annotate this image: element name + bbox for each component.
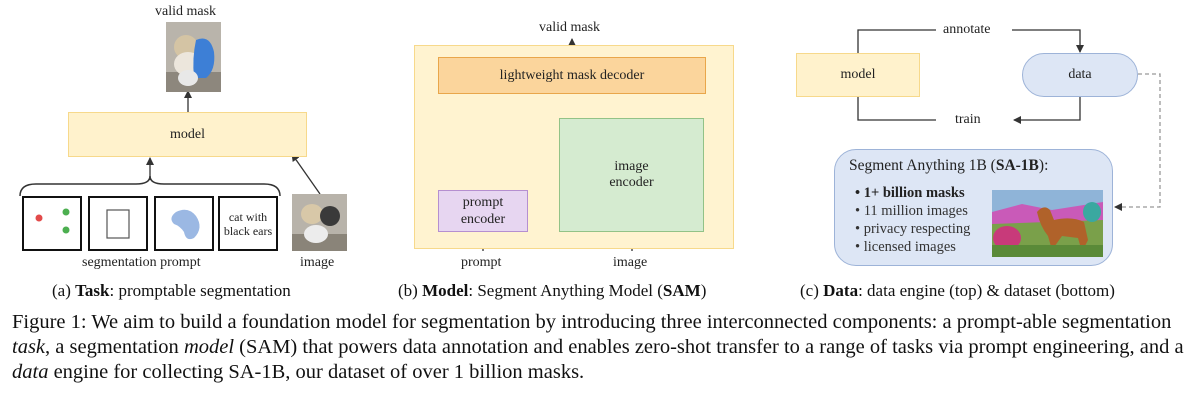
image-encoder-line1: image <box>614 159 649 174</box>
prompt-text-line2: black ears <box>223 223 273 238</box>
model-label-c: model <box>840 67 876 82</box>
prompt-encoder-line2: encoder <box>460 212 506 227</box>
annotate-label: annotate <box>943 22 991 37</box>
dataset-bullet-list: 1+ billion masks 11 million images priva… <box>855 184 971 256</box>
image-label-a: image <box>300 255 335 270</box>
dataset-card: Segment Anything 1B (SA-1B): 1+ billion … <box>834 149 1113 266</box>
prompt-encoder-line1: prompt <box>462 195 504 210</box>
image-encoder-line2: encoder <box>609 175 654 190</box>
valid-mask-label-a: valid mask <box>155 4 217 19</box>
segmentation-prompt-label: segmentation prompt <box>82 255 201 270</box>
point-prompt-icon <box>35 208 70 234</box>
horse-segmentation-photo-icon <box>992 190 1103 257</box>
loop-line-train-to-model <box>857 97 936 121</box>
bullet-item: 11 million images <box>855 202 970 220</box>
image-input-label: image <box>613 255 648 270</box>
mask-decoder-label: lightweight mask decoder <box>499 67 645 83</box>
model-box-a: model <box>68 112 307 157</box>
model-label-a: model <box>170 126 205 142</box>
prompt-text-line1: cat with <box>228 209 268 224</box>
caption-panel-a: (a) Task: promptable segmentation <box>52 281 291 300</box>
prompt-box-box <box>88 196 148 251</box>
arrow-image-to-model-a <box>291 153 321 195</box>
dashed-arrow-data-to-dataset <box>1114 73 1161 211</box>
caption-panel-b: (b) Model: Segment Anything Model (SAM) <box>398 281 707 300</box>
masked-cat-photo-icon <box>166 22 221 92</box>
caption-panel-c: (c) Data: data engine (top) & dataset (b… <box>800 281 1115 300</box>
mask-decoder-box: lightweight mask decoder <box>438 57 706 94</box>
box-prompt-icon <box>106 209 130 239</box>
arrow-data-train <box>1013 97 1081 124</box>
figure-caption: Figure 1: We aim to build a foundation m… <box>12 311 1184 383</box>
prompt-points-box <box>22 196 82 251</box>
bullet-item: licensed images <box>855 238 970 256</box>
loop-line-model-up <box>857 29 936 53</box>
caption-a-bold: Task <box>75 281 110 300</box>
mask-prompt-icon <box>171 209 200 240</box>
cat-photo-icon <box>292 194 347 251</box>
prompt-input-label: prompt <box>461 255 502 270</box>
data-box: data <box>1022 53 1138 97</box>
caption-a-rest: : promptable segmentation <box>109 281 291 300</box>
valid-mask-label-b: valid mask <box>539 20 601 35</box>
prompt-text-box: cat with black ears <box>218 196 278 251</box>
data-label: data <box>1068 67 1092 82</box>
arrow-annotate-to-data <box>1012 29 1084 53</box>
prompt-encoder-box: prompt encoder <box>438 190 528 232</box>
dataset-title: Segment Anything 1B (SA-1B): <box>849 157 1049 174</box>
train-label: train <box>955 112 981 127</box>
image-encoder-box: image encoder <box>559 118 704 232</box>
model-box-c: model <box>796 53 920 97</box>
prompt-mask-box <box>154 196 214 251</box>
bullet-item: 1+ billion masks <box>855 184 970 202</box>
prompt-brace <box>19 175 281 197</box>
bullet-item: privacy respecting <box>855 220 971 238</box>
